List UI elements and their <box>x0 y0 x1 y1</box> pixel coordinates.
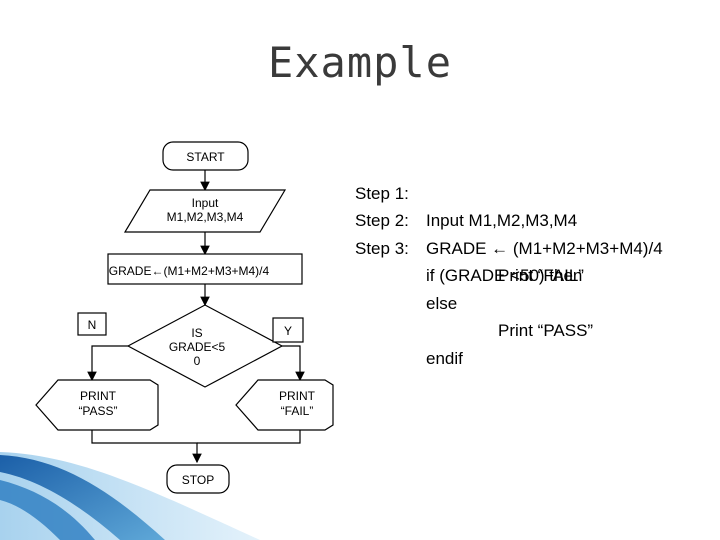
else-body-text: Print “PASS” <box>498 321 594 340</box>
decision-diamond <box>126 304 284 388</box>
connectors <box>87 170 305 464</box>
step2-text: GRADE ← (M1+M2+M3+M4)/4 <box>426 238 663 258</box>
endif-text: endif <box>426 348 463 368</box>
compute-process <box>107 253 303 285</box>
else-body-row: Print “PASS” <box>355 290 593 340</box>
no-label-box <box>77 312 107 336</box>
step1-text: Input M1,M2,M3,M4 <box>426 211 578 230</box>
step1-label: Step 1: <box>355 183 409 203</box>
arrow-pass-to-stop <box>91 430 202 464</box>
else-row: else <box>355 262 457 313</box>
else-text: else <box>426 293 458 313</box>
print-fail-line2: “FAIL” <box>281 404 314 418</box>
print-pass-line2: “PASS” <box>78 404 117 418</box>
slide-title: Example <box>267 38 452 87</box>
stop-label: STOP <box>182 473 214 487</box>
start-label: START <box>186 150 225 164</box>
input-parallelogram <box>123 189 287 233</box>
step3-text: if (GRADE <50) then <box>426 266 583 285</box>
step3-row: Step 3: if (GRADE <50) then <box>355 207 582 286</box>
input-label-line2: M1,M2,M3,M4 <box>167 210 244 224</box>
no-label: N <box>88 318 97 332</box>
endif-row: endif <box>355 317 463 368</box>
step3-label: Step 3: <box>355 238 409 258</box>
decision-label-line3: 0 <box>194 354 201 368</box>
arrow-fail-to-stop <box>197 430 301 444</box>
pseudocode-block: Step 1: Input M1,M2,M3,M4 Step 2: GRADE … <box>355 152 663 368</box>
compute-label: GRADE←(M1+M2+M3+M4)/4 <box>109 264 270 278</box>
print-pass-display <box>35 379 159 431</box>
start-terminator <box>162 141 249 171</box>
decision-label-line1: IS <box>191 326 202 340</box>
then-row: Print “FAIL” <box>355 235 584 285</box>
stop-terminator <box>166 464 230 494</box>
print-pass-line1: PRINT <box>80 389 117 403</box>
step2-row: Step 2: GRADE ← (M1+M2+M3+M4)/4 <box>355 180 663 258</box>
input-label-line1: Input <box>192 196 219 210</box>
step2-label: Step 2: <box>355 211 409 230</box>
yes-label-box <box>272 317 304 343</box>
decision-label-line2: GRADE<5 <box>169 340 226 354</box>
print-fail-display <box>235 379 334 431</box>
print-fail-line1: PRINT <box>279 389 316 403</box>
step1-row: Step 1: Input M1,M2,M3,M4 <box>355 152 577 231</box>
then-text: Print “FAIL” <box>498 266 584 285</box>
arrow-decision-no <box>87 345 128 382</box>
arrow-decision-yes <box>282 345 305 382</box>
yes-label: Y <box>284 324 292 338</box>
